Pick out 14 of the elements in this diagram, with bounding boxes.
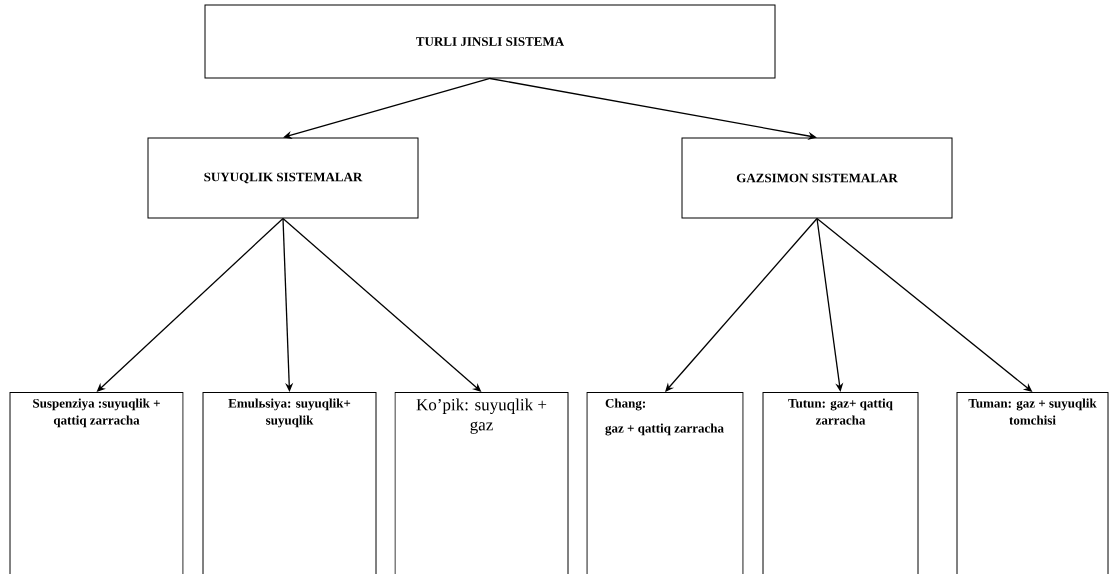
- process-box: Emulьsiya: suyuqlik+ suyuqlik: [202, 392, 377, 574]
- arrow: [283, 77, 491, 139]
- process-box: Ko’pik: suyuqlik + gaz: [394, 392, 569, 574]
- process-box: SUYUQLIK SISTEMALAR: [147, 137, 419, 219]
- process-box: Tutun: gaz+ qattiq zarracha: [762, 392, 919, 574]
- arrow: [489, 77, 817, 140]
- process-box: Tuman: gaz + suyuqlik tomchisi: [956, 392, 1109, 574]
- arrow: [282, 217, 294, 392]
- process-box: GAZSIMON SISTEMALAR: [681, 137, 953, 219]
- arrow: [816, 217, 844, 392]
- arrow: [665, 217, 818, 392]
- process-box: TURLI JINSLI SISTEMA: [204, 4, 776, 79]
- process-box: Suspenziya :suyuqlik + qattiq zarracha: [9, 392, 184, 574]
- process-box: Chang: gaz + qattiq zarracha: [586, 392, 744, 574]
